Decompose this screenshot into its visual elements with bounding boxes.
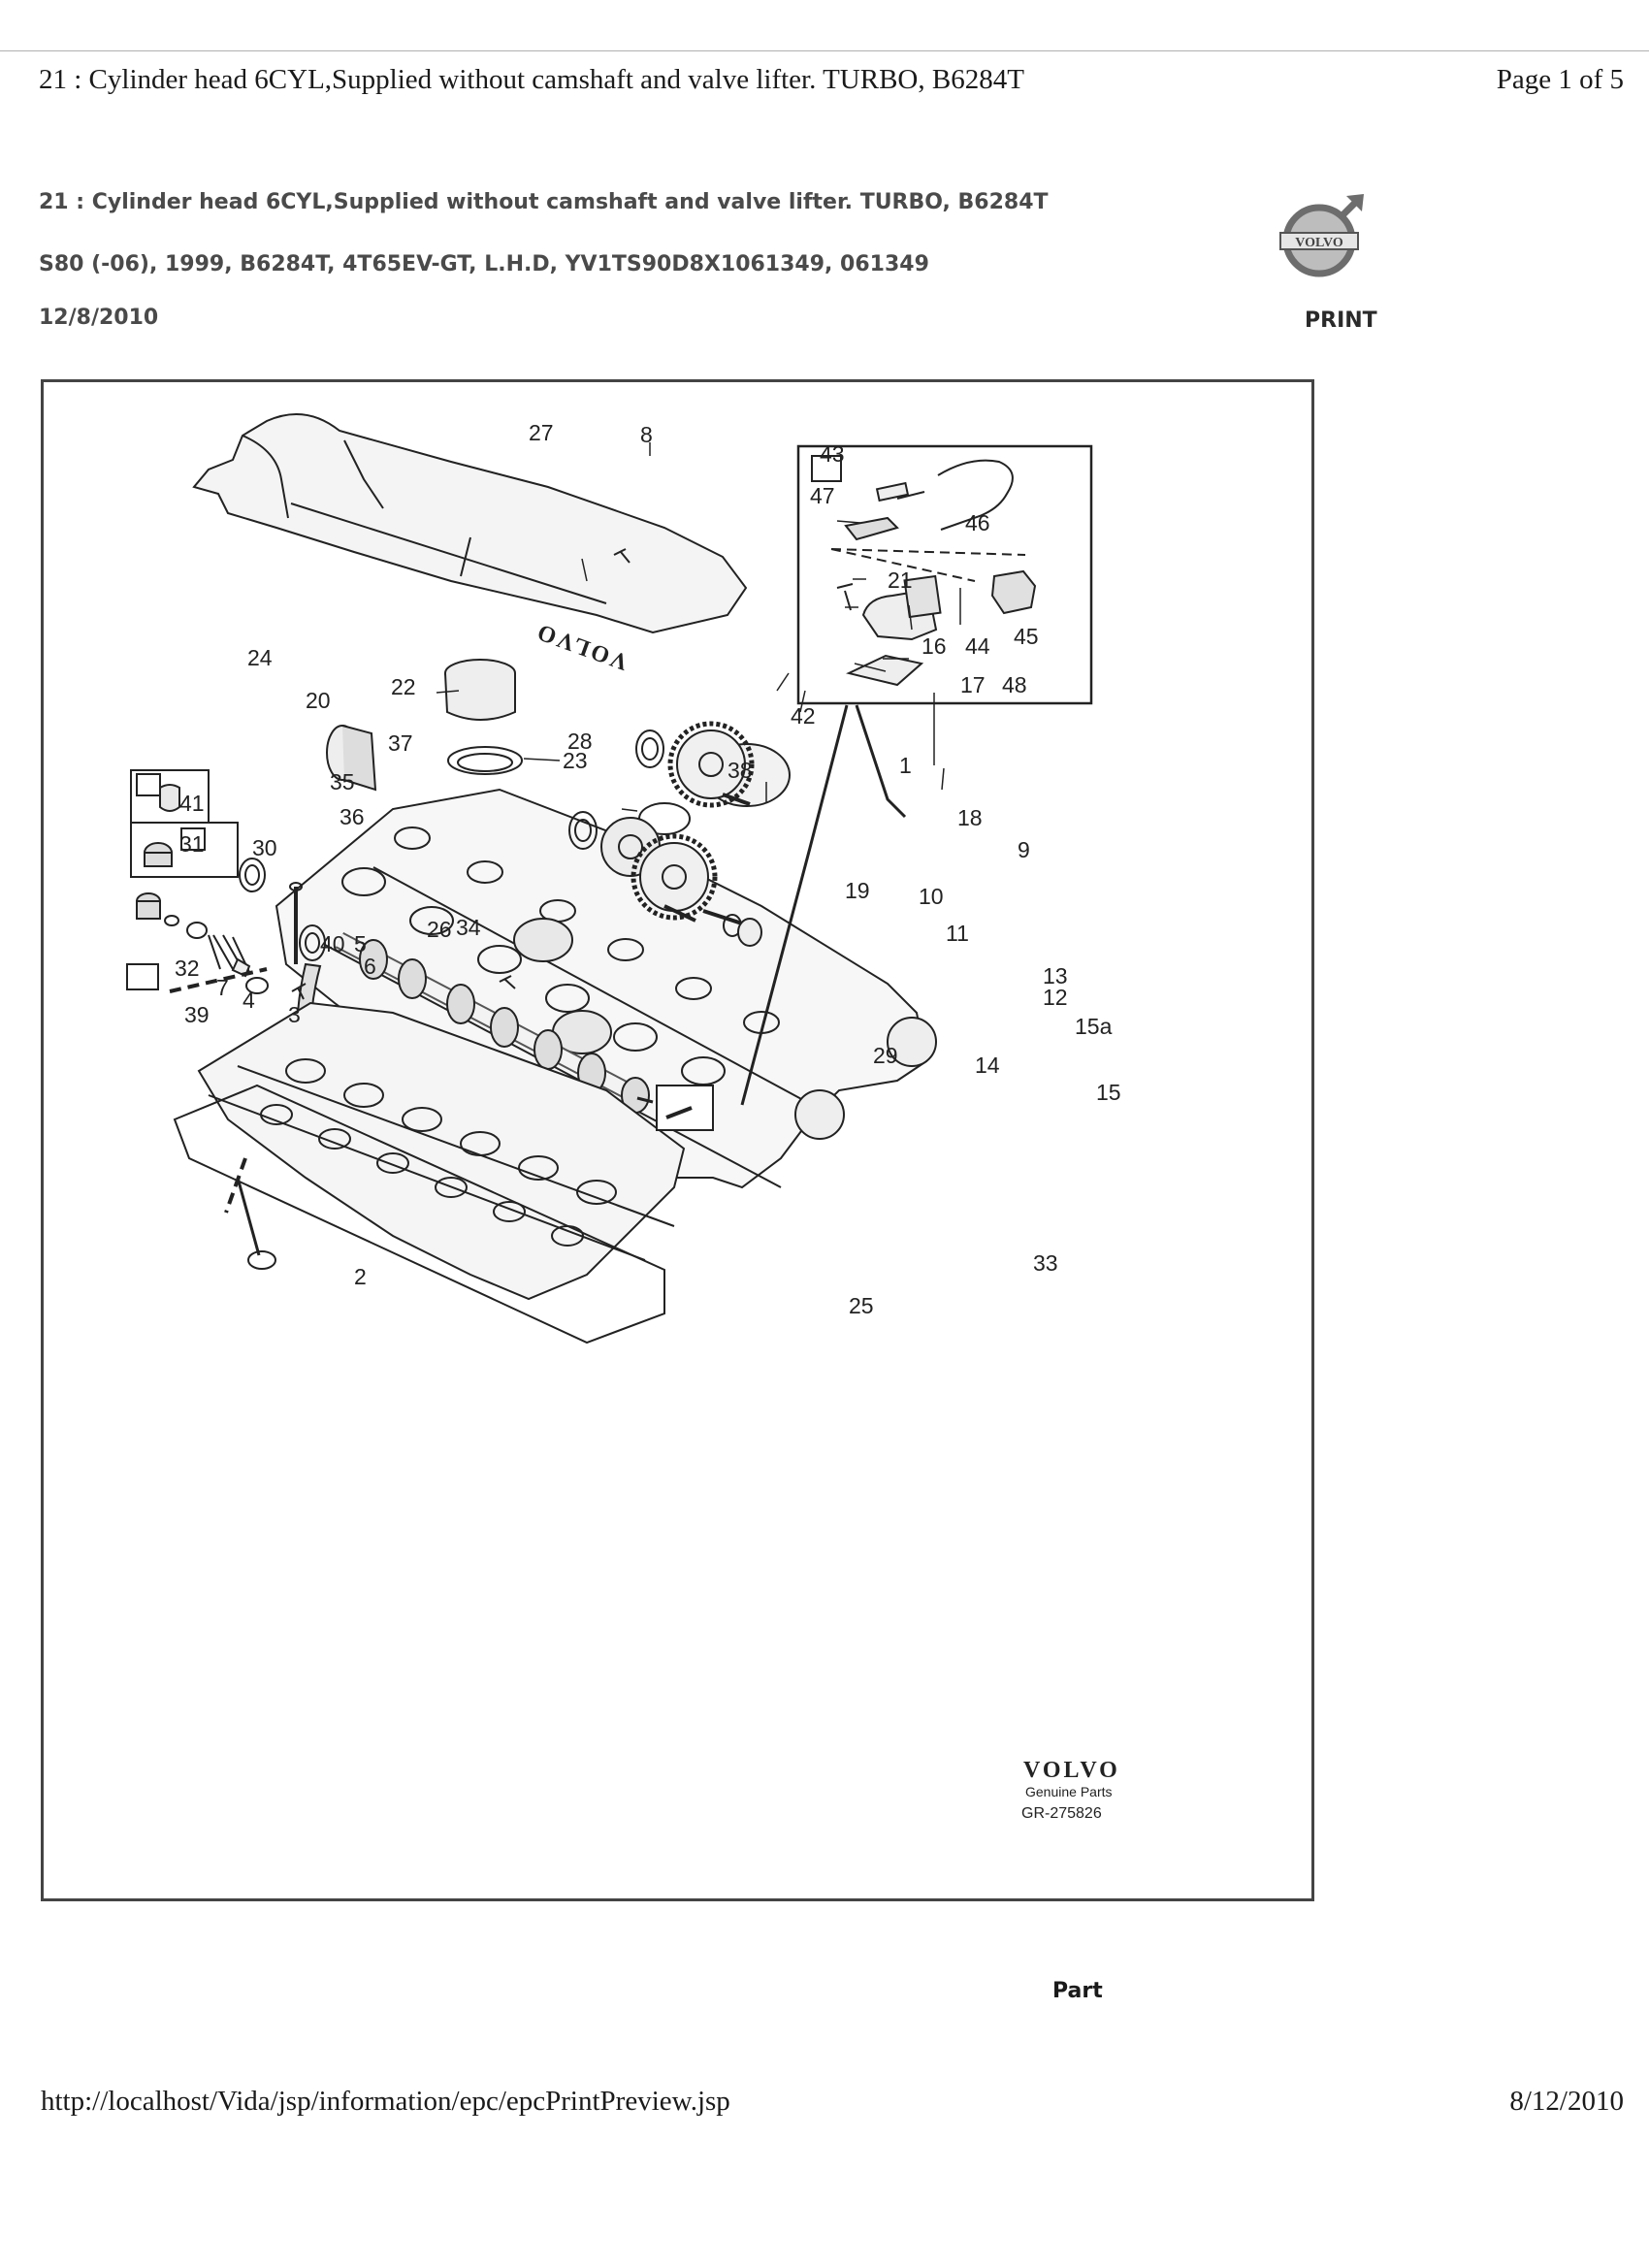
callout-11: 11: [946, 921, 969, 946]
camshaft-gear-11: [630, 833, 718, 921]
footer-date: 8/12/2010: [1509, 2086, 1624, 2117]
callout-18: 18: [957, 805, 983, 830]
callout-44: 44: [965, 633, 990, 659]
print-header-title: 21 : Cylinder head 6CYL,Supplied without…: [39, 64, 1024, 95]
callout-4: 4: [242, 988, 255, 1013]
callout-45: 45: [1014, 624, 1039, 649]
callout-2: 2: [354, 1264, 367, 1289]
callout-37: 37: [388, 730, 413, 756]
callout-19: 19: [845, 878, 870, 903]
callout-30: 30: [252, 835, 277, 860]
logo-text: VOLVO: [1295, 236, 1343, 250]
callout-8: 8: [640, 422, 653, 447]
callout-35: 35: [330, 769, 355, 794]
callout-27: 27: [529, 420, 554, 445]
callout-15: 15: [1096, 1080, 1121, 1105]
callout-32: 32: [175, 956, 200, 981]
callout-43: 43: [820, 441, 845, 467]
callout-15a: 15a: [1075, 1014, 1113, 1039]
diagram-brand-sub: Genuine Parts: [1025, 1784, 1113, 1799]
callout-39: 39: [184, 1002, 210, 1027]
engine-cover: VOLVO: [192, 412, 748, 675]
vehicle-info: S80 (-06), 1999, B6284T, 4T65EV-GT, L.H.…: [39, 252, 929, 276]
callout-6: 6: [364, 954, 376, 979]
callout-14: 14: [975, 1053, 1000, 1078]
callout-40: 40: [320, 931, 345, 956]
section-title: 21 : Cylinder head 6CYL,Supplied without…: [39, 190, 1049, 214]
callout-16: 16: [922, 633, 947, 659]
callout-42: 42: [791, 703, 816, 729]
callout-36: 36: [340, 804, 365, 829]
callout-47: 47: [810, 483, 835, 508]
page-number: Page 1 of 5: [1496, 64, 1624, 95]
header-rule: [0, 50, 1649, 51]
engine-cover-brand: VOLVO: [532, 618, 631, 675]
callout-31: 31: [179, 831, 205, 857]
callout-5: 5: [354, 931, 367, 956]
part-label: Part: [1052, 1979, 1103, 2003]
valve-train-parts: [136, 892, 269, 994]
callout-38: 38: [728, 758, 753, 783]
callout-22: 22: [391, 674, 416, 699]
lifter-inset: [130, 769, 239, 878]
callout-13: 13: [1043, 963, 1068, 988]
callout-33: 33: [1033, 1250, 1058, 1276]
camshaft-gear-9: [667, 721, 755, 808]
callout-20: 20: [306, 688, 331, 713]
callout-23: 23: [563, 748, 588, 773]
callout-48: 48: [1002, 672, 1027, 697]
callout-34: 34: [456, 915, 481, 940]
cylinder-head: [197, 1001, 686, 1301]
callout-17: 17: [960, 672, 986, 697]
document-date: 12/8/2010: [39, 306, 159, 330]
callout-7: 7: [216, 975, 229, 1000]
diagram-reference: GR-275826: [1021, 1805, 1102, 1822]
vvt-solenoid-inset: [796, 444, 1093, 705]
callout-1: 1: [899, 753, 912, 778]
callout-3: 3: [288, 1002, 301, 1027]
oil-filler-cap: [444, 659, 516, 721]
print-link[interactable]: PRINT: [1305, 308, 1377, 333]
footer-url: http://localhost/Vida/jsp/information/ep…: [41, 2086, 730, 2117]
callout-41: 41: [179, 791, 205, 816]
parts-diagram: VOLVO: [41, 379, 1314, 1901]
callout-24: 24: [247, 645, 273, 670]
callout-46: 46: [965, 510, 990, 535]
cam-seal-20: [326, 725, 377, 792]
callout-29: 29: [873, 1043, 898, 1068]
diagram-brand: VOLVO: [1023, 1758, 1120, 1783]
callout-9: 9: [1018, 837, 1030, 862]
callout-26: 26: [427, 917, 452, 942]
callout-12: 12: [1043, 985, 1068, 1010]
callout-21: 21: [888, 567, 913, 593]
callout-28: 28: [567, 729, 593, 754]
callout-25: 25: [849, 1293, 874, 1318]
callout-10: 10: [919, 884, 944, 909]
volvo-logo: VOLVO: [1277, 192, 1370, 289]
